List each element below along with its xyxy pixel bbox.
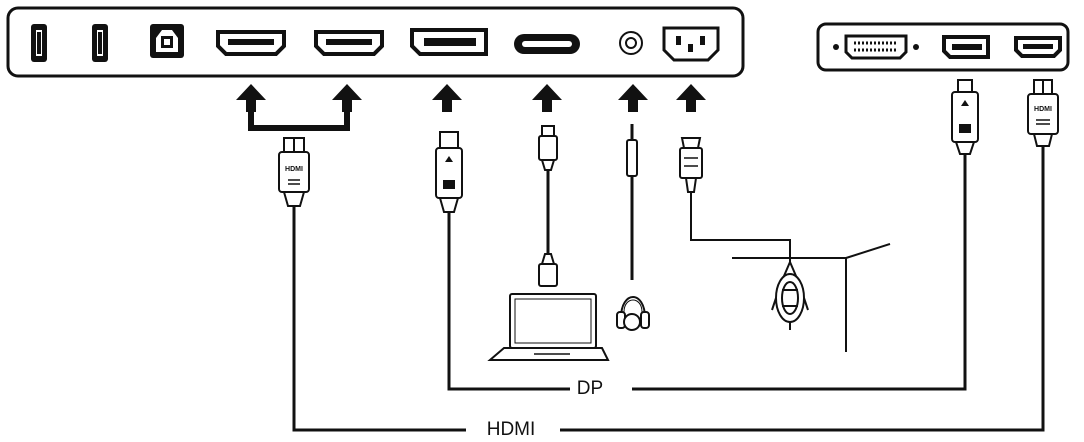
cables — [292, 146, 1045, 432]
usb-a-port-2-icon — [92, 24, 108, 62]
ac-power-inlet-icon — [662, 26, 720, 62]
source-displayport-icon — [942, 35, 990, 59]
arrow-up-icon — [332, 84, 362, 112]
power-cable — [690, 192, 791, 262]
arrow-up-icon — [532, 84, 562, 112]
source-hdmi-port-icon — [1014, 36, 1062, 58]
usb-c-plug-laptop-icon — [538, 253, 558, 287]
arrows — [236, 84, 706, 112]
audio-plug-icon — [626, 124, 638, 177]
source-io-panel — [816, 22, 1070, 72]
source-hdmi-plug-icon: HDMI — [1027, 79, 1059, 147]
usb-c-plug-icon — [538, 125, 558, 171]
source-hdmi-plug-label: HDMI — [1034, 106, 1052, 113]
hdmi-plug-label: HDMI — [285, 166, 303, 173]
arrow-up-icon — [676, 84, 706, 112]
arrow-up-icon — [618, 84, 648, 112]
laptop-icon — [487, 293, 610, 361]
hdmi-plug-icon: HDMI — [278, 137, 310, 207]
arrow-up-icon — [236, 84, 266, 112]
displayport-port-icon — [410, 28, 488, 56]
source-displayport-plug-icon — [951, 79, 979, 155]
hdmi-cable — [292, 206, 466, 432]
dp-cable — [447, 212, 570, 391]
arrow-up-icon — [432, 84, 462, 112]
dp-cable — [632, 154, 967, 391]
hdmi-port-2-icon — [314, 30, 384, 56]
hdmi-cable — [560, 146, 1045, 432]
dvi-port-icon — [833, 34, 919, 60]
hdmi-cable-label: HDMI — [487, 419, 536, 440]
usb-a-port-1-icon — [31, 24, 47, 62]
monitor-io-panel — [6, 6, 745, 78]
usb-b-port-icon — [150, 24, 184, 58]
hdmi-either-bracket — [248, 110, 350, 131]
displayport-plug-icon — [435, 131, 463, 213]
power-plug-icon — [679, 137, 703, 193]
dp-cable-label: DP — [577, 378, 603, 399]
hdmi-port-1-icon — [216, 30, 286, 56]
power-outlet-icon — [732, 243, 891, 352]
usb-c-port-icon — [514, 34, 580, 54]
headphones-icon — [616, 296, 650, 331]
audio-jack-icon — [619, 31, 643, 55]
